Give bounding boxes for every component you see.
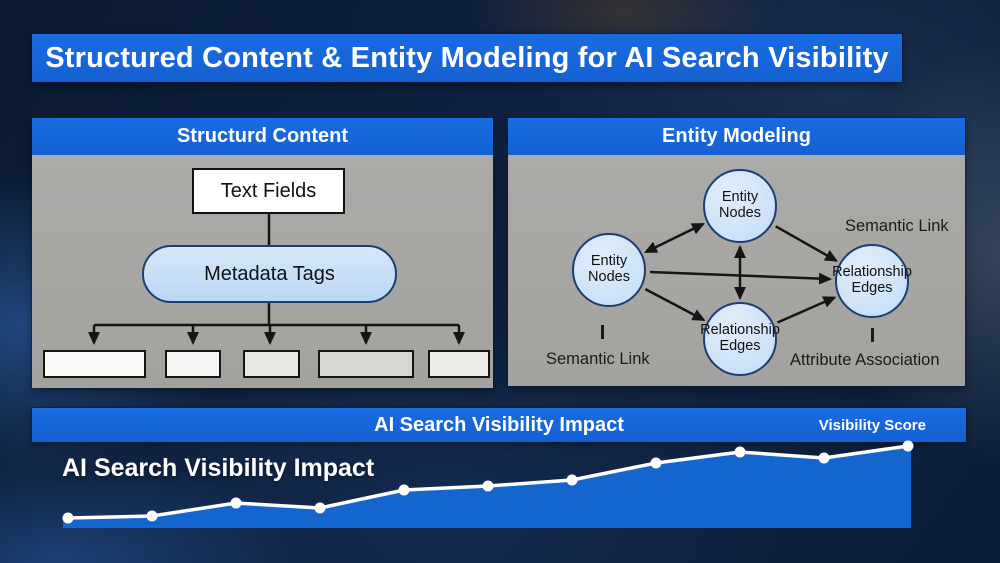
structured-content-header: Structurd Content — [32, 118, 493, 155]
entity-modeling-header: Entity Modeling — [508, 118, 965, 155]
entity-modeling-panel: Entity Modeling Entity Nodes — [508, 118, 965, 386]
relationship-edges-node-bottom: Relationship Edges — [700, 302, 780, 376]
flowchart-connectors — [88, 214, 465, 345]
entity-modeling-body: Entity Nodes Entity Nodes Relationship E… — [508, 155, 965, 386]
tick-mark — [601, 325, 604, 339]
metadata-tags-node: Metadata Tags — [142, 245, 397, 303]
attribute-association-label: Attribute Association — [790, 351, 940, 369]
impact-header-title: AI Search Visibility Impact — [374, 413, 624, 436]
impact-chart-svg — [62, 440, 914, 528]
text-fields-node: Text Fields — [192, 168, 345, 214]
entity-node-left: Entity Nodes — [572, 233, 646, 307]
tick-mark — [871, 328, 874, 342]
visibility-impact-chart: AI Search Visibility Impact — [40, 440, 966, 535]
leaf-box — [43, 350, 146, 378]
semantic-link-label-bottom: Semantic Link — [546, 350, 650, 368]
page-title: Structured Content & Entity Modeling for… — [32, 34, 902, 82]
impact-header-banner: AI Search Visibility Impact Visibility S… — [32, 408, 966, 442]
leaf-box — [165, 350, 221, 378]
chart-overlay-label: AI Search Visibility Impact — [62, 454, 375, 482]
visibility-score-label: Visibility Score — [818, 416, 926, 434]
relationship-edges-node-right: Relationship Edges — [832, 244, 912, 318]
entity-node-top: Entity Nodes — [703, 169, 777, 243]
leaf-box — [318, 350, 414, 378]
semantic-link-label-top: Semantic Link — [845, 217, 949, 235]
structured-content-panel: Structurd Content Text Fields Metadata T… — [32, 118, 493, 388]
structured-content-body: Text Fields Metadata Tags — [32, 155, 493, 388]
entity-graph-edges — [644, 222, 839, 324]
leaf-box — [243, 350, 300, 378]
leaf-box — [428, 350, 490, 378]
